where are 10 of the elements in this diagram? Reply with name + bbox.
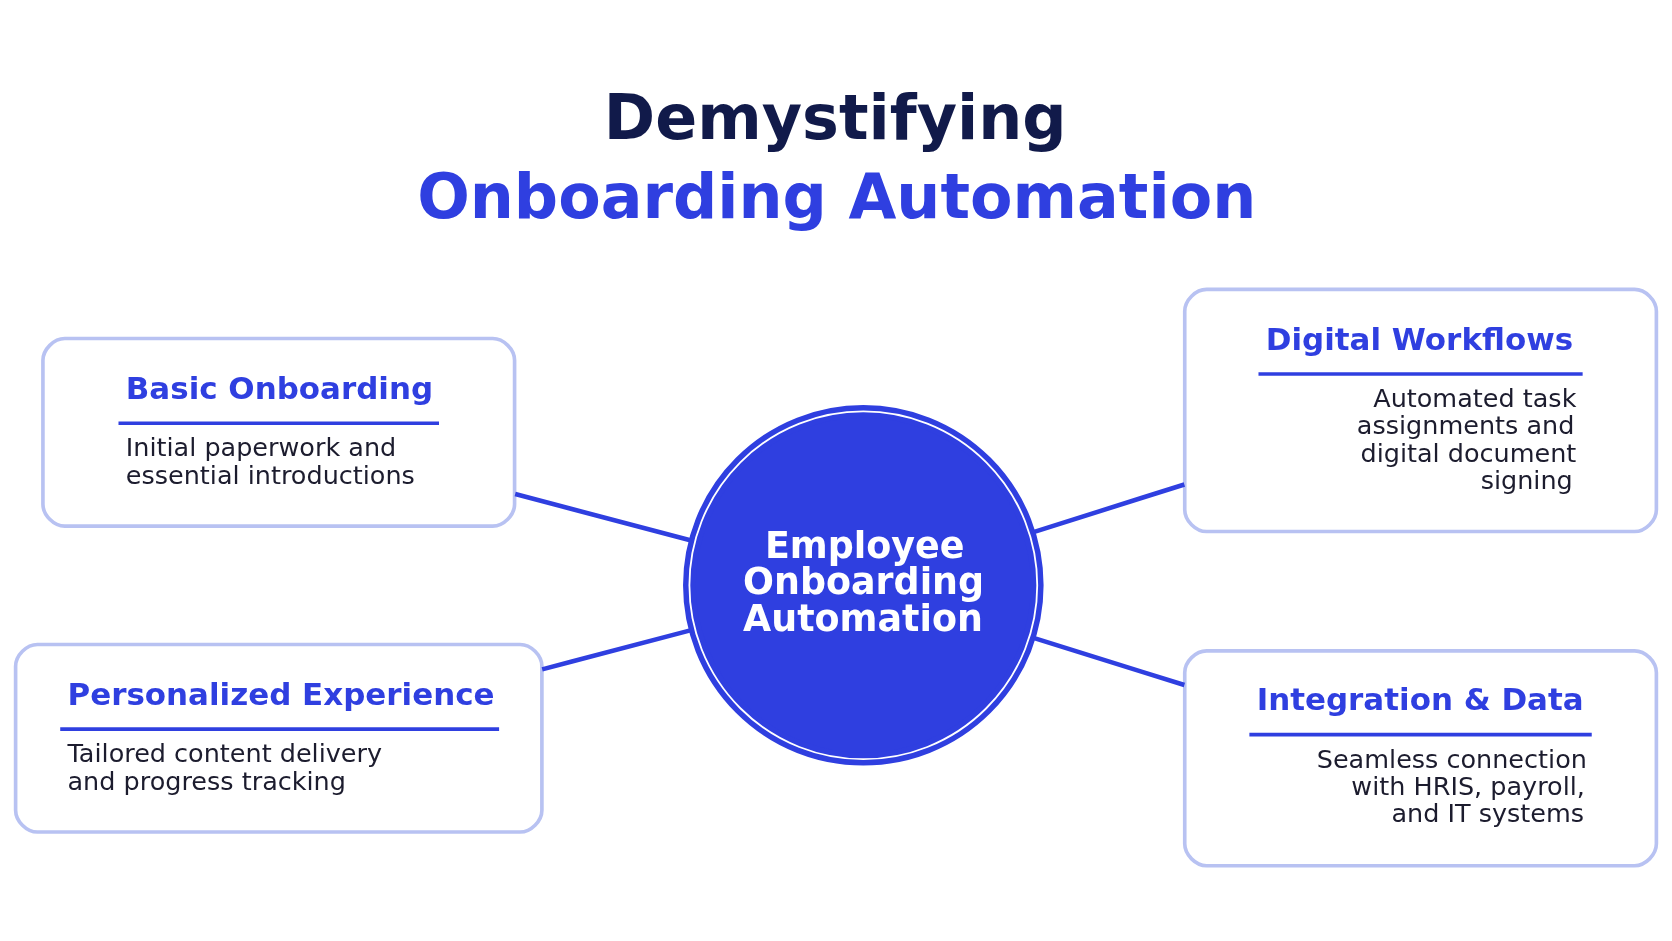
node-box: Digital Workflows Automated task assignments and digital document signing xyxy=(1182,287,1659,533)
node-circle: Employee Onboarding Automation xyxy=(683,404,1044,766)
node-box: Personalized Experience Tailored content delivery and progress tracking xyxy=(13,642,544,834)
connector xyxy=(1032,635,1186,687)
connector xyxy=(541,627,692,672)
connector xyxy=(1032,481,1186,534)
diagram-title: Demystifying Onboarding Automation xyxy=(417,81,1257,233)
connector xyxy=(514,491,692,543)
node-box: Integration & Data Seamless connection with HRIS, payroll, and IT systems xyxy=(1182,648,1659,868)
node-box: Basic Onboarding Initial paperwork and essential introductions xyxy=(41,336,517,528)
